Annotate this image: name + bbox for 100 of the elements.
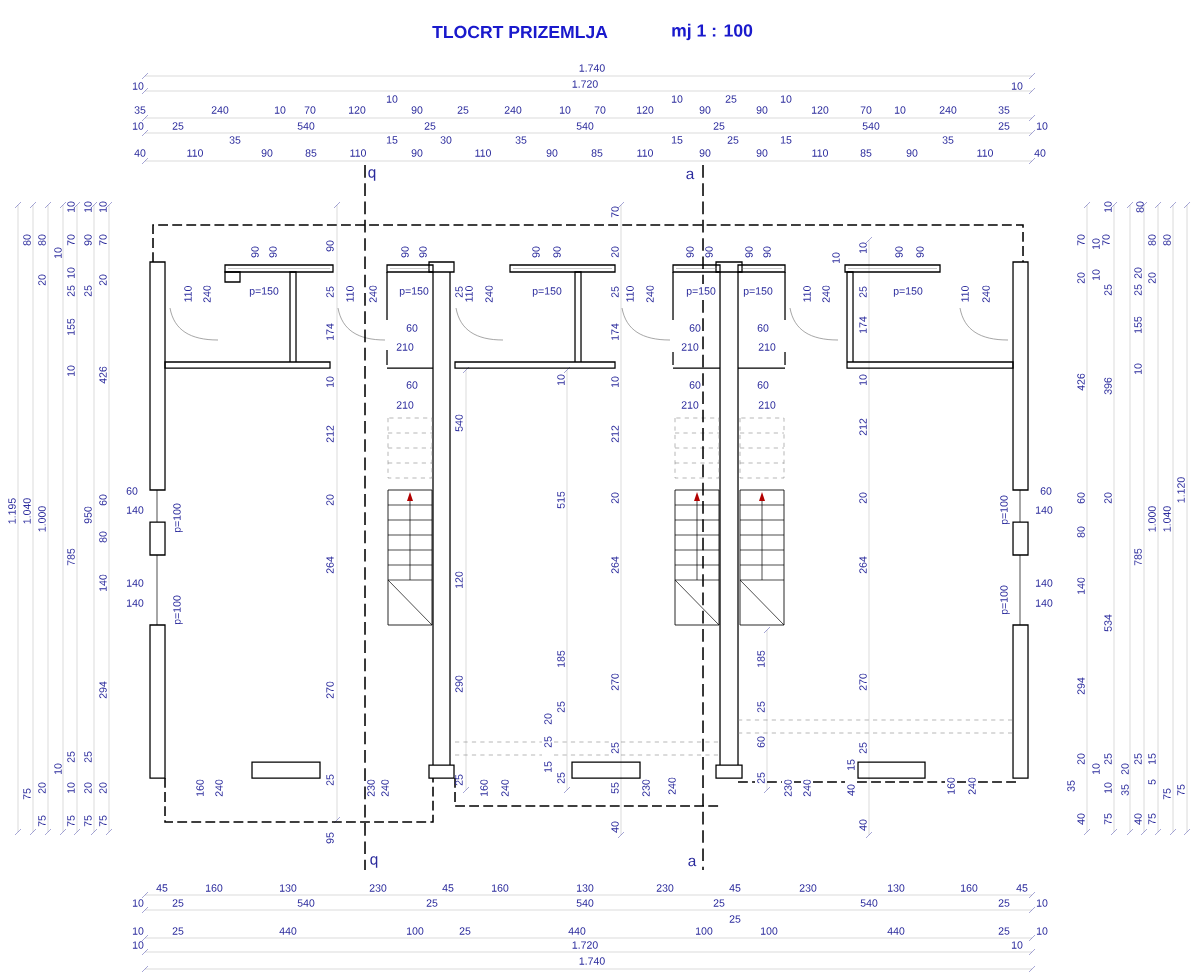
dimension-label: 10: [386, 95, 398, 103]
dimension-label: 10: [1092, 763, 1100, 775]
dimension-label: 45: [1016, 884, 1028, 892]
dimension-label: 240: [381, 779, 389, 797]
dimension-label: 1.740: [579, 957, 605, 965]
dimension-label: 25: [426, 899, 438, 907]
dimension-label: 240: [668, 777, 676, 795]
dimension-label: 240: [939, 106, 957, 114]
dimension-label: 80: [99, 531, 107, 543]
dimension-label: 25: [725, 95, 737, 103]
dimension-label: 80: [38, 234, 46, 246]
dimension-label: 90: [261, 149, 273, 157]
dimension-label: 40: [611, 821, 619, 833]
dimension-label: 10: [132, 122, 144, 130]
dimension-label: 60: [757, 324, 769, 332]
dimension-label: 90: [916, 246, 924, 258]
dimension-label: 210: [396, 401, 414, 409]
dimension-label: 25: [713, 122, 725, 130]
dimension-label: 75: [1148, 813, 1156, 825]
dimension-label: 80: [23, 234, 31, 246]
dimension-label: 20: [611, 246, 619, 258]
dimension-label: 25: [67, 751, 75, 763]
dimension-label: 110: [977, 149, 993, 157]
dimension-label: 10: [557, 374, 565, 386]
dimension-label: 440: [568, 927, 586, 935]
dimension-label: 10: [1092, 269, 1100, 281]
title: TLOCRT PRIZEMLJA: [432, 25, 608, 39]
dimension-label: 140: [1036, 506, 1053, 514]
dimension-label: 140: [99, 574, 107, 591]
dimension-label: 10: [671, 95, 683, 103]
dimension-label: 10: [67, 365, 75, 377]
dimension-label: 20: [611, 492, 619, 504]
dimension-label: 80: [1148, 234, 1156, 246]
dimension-label: 90: [686, 246, 694, 258]
dimension-label: 1.720: [572, 80, 598, 88]
dimension-label: 120: [637, 106, 654, 114]
dimension-label: 240: [369, 285, 377, 303]
dimension-label: 90: [411, 106, 423, 114]
dimension-label: 20: [1134, 267, 1142, 279]
dimension-label: 534: [1104, 614, 1112, 632]
opening-label: p=100: [173, 595, 183, 625]
dimension-label: 45: [729, 884, 741, 892]
dimension-label: 75: [84, 815, 92, 827]
dimension-label: 80: [1077, 526, 1085, 538]
dimension-label: 20: [859, 492, 867, 504]
dimension-label: 10: [1011, 941, 1023, 949]
dimension-label: 60: [1077, 492, 1085, 504]
dimension-label: 90: [411, 149, 423, 157]
dimension-label: 10: [99, 201, 107, 213]
dimension-label: 110: [475, 149, 491, 157]
dimension-label: 25: [455, 774, 463, 786]
dimension-label: 210: [758, 401, 776, 409]
dimension-label: 120: [812, 106, 829, 114]
dimension-label: 110: [184, 286, 192, 302]
dimension-label: 85: [860, 149, 872, 157]
dimension-label: 160: [961, 884, 978, 892]
dimension-label: 10: [1011, 82, 1023, 90]
dimension-label: 10: [1036, 927, 1048, 935]
dimension-label: 70: [860, 106, 872, 114]
dimension-label: 10: [1104, 782, 1112, 794]
dimension-label: 25: [172, 122, 184, 130]
dimension-label: 90: [553, 246, 561, 258]
dimension-label: 212: [859, 418, 867, 436]
dimension-label: 40: [1077, 813, 1085, 825]
dimension-label: 1.040: [23, 498, 31, 524]
dimension-label: 10: [132, 927, 144, 935]
dimension-label: 110: [637, 149, 653, 157]
dimension-label: 35: [1067, 780, 1075, 792]
dimension-label: 20: [326, 494, 334, 506]
dimension-label: 90: [84, 234, 92, 246]
dimension-label: 25: [757, 772, 765, 784]
dimension-label: 120: [455, 571, 463, 588]
dimension-label: 10: [54, 763, 62, 775]
dimension-label: 15: [386, 136, 398, 144]
dimension-label: 440: [279, 927, 297, 935]
dimension-label: 240: [822, 285, 830, 303]
dimension-label: 90: [756, 106, 768, 114]
dimension-label: 85: [591, 149, 603, 157]
dimension-label: 70: [611, 206, 619, 218]
dimension-label: 230: [642, 779, 650, 797]
dimension-label: 60: [99, 494, 107, 506]
dimension-label: 25: [326, 774, 334, 786]
dimension-label: 25: [557, 772, 565, 784]
dimension-label: 10: [67, 782, 75, 794]
dimension-label: 40: [1134, 813, 1142, 825]
dimension-label: 110: [350, 149, 366, 157]
dimension-label: 45: [156, 884, 168, 892]
dimension-label: 10: [67, 267, 75, 279]
dimension-label: 40: [859, 819, 867, 831]
dimension-label: 240: [501, 779, 509, 797]
dimension-label: 25: [172, 927, 184, 935]
dimension-label: 140: [1077, 577, 1085, 594]
dimension-label: 15: [1148, 753, 1156, 765]
opening-label: p=150: [893, 287, 923, 297]
dimension-label: 60: [1040, 487, 1052, 495]
dimension-label: 20: [544, 713, 552, 725]
dimension-label: 140: [1036, 579, 1053, 587]
opening-label: p=100: [1000, 495, 1010, 525]
dimension-label: 90: [269, 246, 277, 258]
dimension-label: 70: [594, 106, 606, 114]
